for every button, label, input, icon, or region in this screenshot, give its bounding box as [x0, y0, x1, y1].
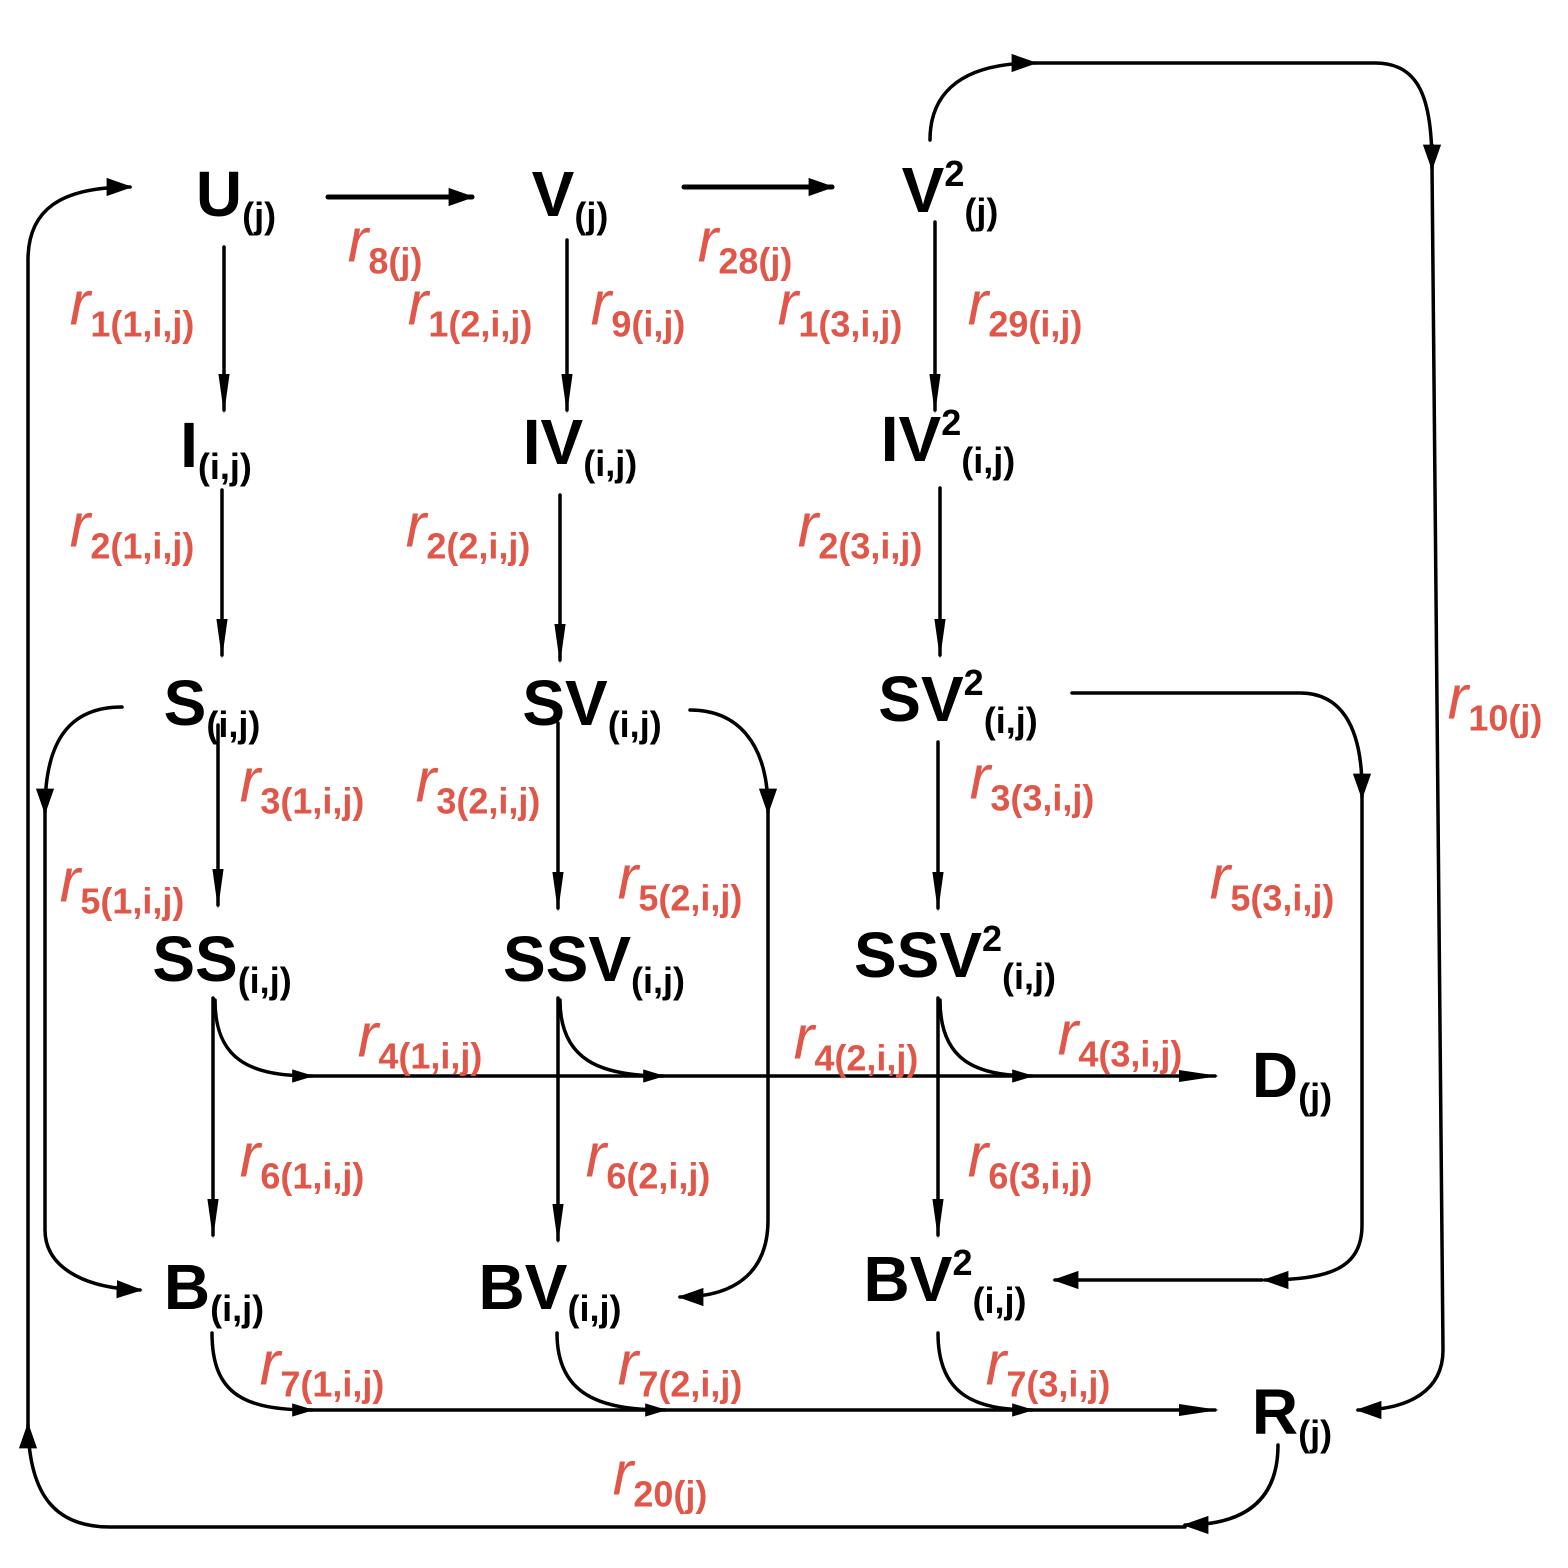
arrow-ss-to-d — [213, 998, 315, 1083]
arrow-b-to-r — [210, 1331, 315, 1417]
node-b: B(i,j) — [163, 1251, 265, 1329]
rate-r3-1: r3(1,i,j) — [239, 746, 365, 822]
rate-r5-3: r5(3,i,j) — [1209, 843, 1335, 919]
arrow-sv-to-bv — [677, 708, 770, 1307]
rate-r1-2: r1(2,i,j) — [407, 269, 533, 345]
rate-r10: r10(j) — [1447, 663, 1543, 739]
node-sv: SV(i,j) — [522, 667, 662, 745]
rate-r2-2: r2(2,i,j) — [405, 491, 531, 567]
node-ss: SS(i,j) — [152, 923, 292, 1001]
node-v2: V2(j) — [901, 153, 999, 232]
node-sv2: SV2(i,j) — [878, 662, 1038, 741]
rate-r7-2: r7(2,i,j) — [617, 1329, 743, 1405]
rate-r5-2: r5(2,i,j) — [617, 843, 743, 919]
rate-r3-2: r3(2,i,j) — [415, 746, 541, 822]
node-s: S(i,j) — [163, 667, 261, 745]
rate-r8: r8(j) — [347, 206, 423, 282]
arrow-sv2-to-bv2 — [1070, 691, 1364, 1290]
rate-r29: r29(i,j) — [967, 269, 1083, 345]
rate-r4-2: r4(2,i,j) — [793, 1003, 919, 1079]
arrow-ssv2-to-d — [938, 998, 1035, 1083]
node-ssv2: SSV2(i,j) — [853, 918, 1057, 997]
node-bv2: BV2(i,j) — [863, 1242, 1027, 1321]
rate-r6-2: r6(2,i,j) — [585, 1121, 711, 1197]
arrow-v2-to-r — [1033, 61, 1445, 1420]
rate-r9: r9(i,j) — [590, 269, 686, 345]
rate-r6-3: r6(3,i,j) — [967, 1121, 1093, 1197]
arrow-v2-to-r-top — [928, 53, 1038, 142]
arrow-s-to-b — [43, 705, 143, 1299]
rate-r6-1: r6(1,i,j) — [239, 1121, 365, 1197]
arrow-r-to-bottom — [1182, 1443, 1280, 1535]
arrow-ssv-to-d — [558, 998, 666, 1083]
rate-r2-3: r2(3,i,j) — [797, 491, 923, 567]
node-bv: BV(i,j) — [478, 1251, 622, 1329]
rate-r7-3: r7(3,i,j) — [985, 1329, 1111, 1405]
rate-r4-3: r4(3,i,j) — [1057, 999, 1183, 1075]
rate-r1-1: r1(1,i,j) — [69, 269, 195, 345]
node-iv: IV(i,j) — [522, 406, 638, 484]
rate-r1-3: r1(3,i,j) — [777, 269, 903, 345]
rate-r28: r28(j) — [697, 206, 793, 282]
rate-r7-1: r7(1,i,j) — [259, 1329, 385, 1405]
node-ssv: SSV(i,j) — [502, 923, 686, 1001]
rate-r4-1: r4(1,i,j) — [357, 1001, 483, 1077]
rate-r3-3: r3(3,i,j) — [969, 743, 1095, 819]
node-u: U(j) — [195, 158, 277, 236]
node-v: V(j) — [531, 158, 609, 236]
node-iv2: IV2(i,j) — [880, 402, 1016, 481]
node-r: R(j) — [1251, 1376, 1333, 1454]
rate-r2-1: r2(1,i,j) — [69, 491, 195, 567]
node-d: D(j) — [1251, 1039, 1333, 1117]
rate-r20: r20(j) — [612, 1439, 708, 1515]
rate-r5-1: r5(1,i,j) — [59, 846, 185, 922]
node-i: I(i,j) — [180, 409, 252, 487]
